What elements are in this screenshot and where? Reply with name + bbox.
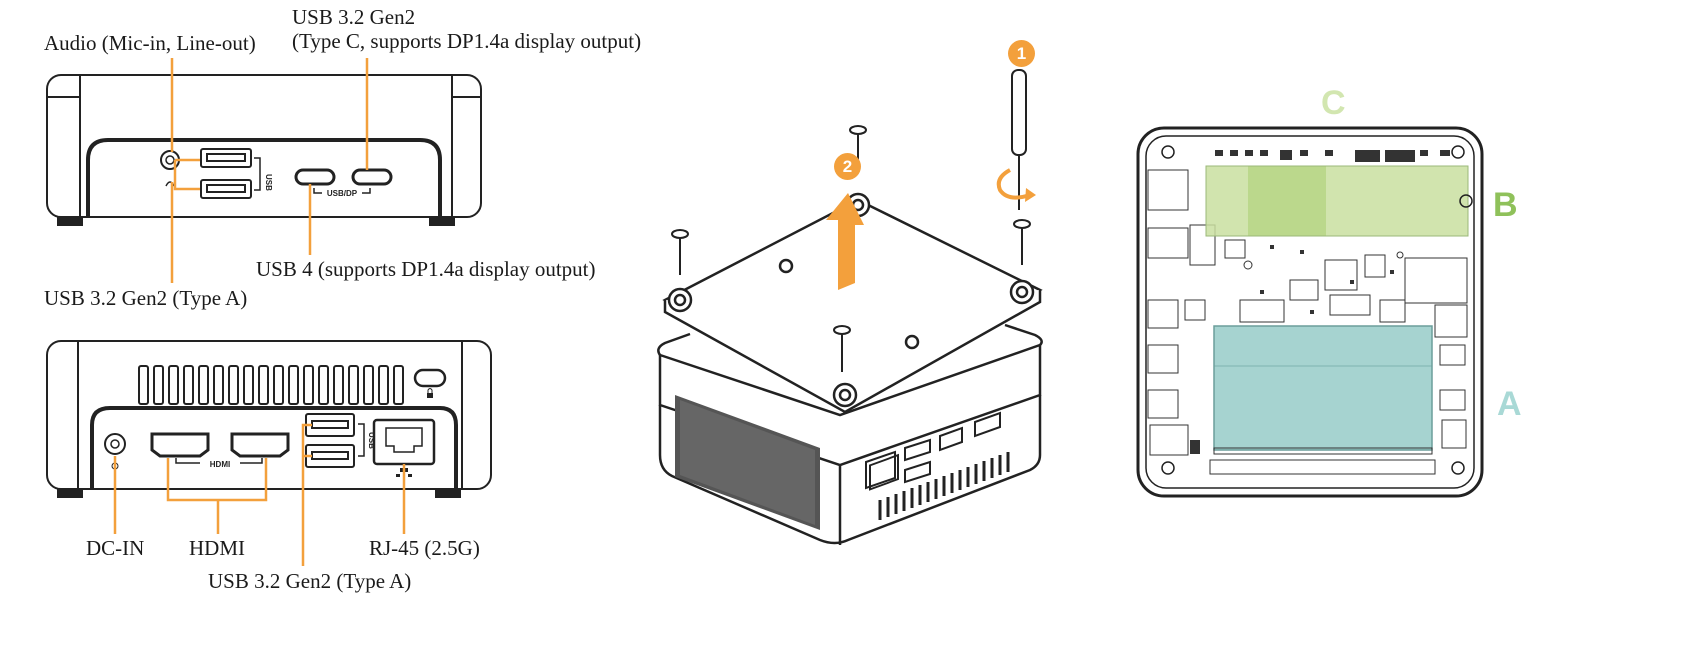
usb-c-front-label-line2: (Type C, supports DP1.4a display output) — [292, 29, 642, 53]
hdmi-mark: HDMI — [210, 460, 230, 469]
step-1-badge: 1 — [1008, 40, 1035, 67]
board-components — [1147, 169, 1468, 475]
usb-front-mark: USB — [264, 174, 273, 191]
slot-b-m2 — [1205, 165, 1473, 237]
headset-icon — [165, 181, 175, 187]
board-outline — [1136, 126, 1484, 498]
step-2-badge: 2 — [834, 153, 861, 180]
hdmi-label: HDMI — [189, 536, 245, 560]
exploded-view-drawing — [657, 69, 1043, 545]
usb-c-front-label: USB 3.2 Gen2 (Type C, supports DP1.4a di… — [292, 5, 641, 53]
usb-c-front-label-line1: USB 3.2 Gen2 — [292, 5, 416, 29]
dc-in-label: DC-IN — [86, 536, 145, 560]
rear-callout-lines — [113, 423, 406, 566]
vent-slots — [138, 365, 404, 405]
front-panel-drawing: USB USB/DP — [46, 58, 482, 283]
slot-a-label: A — [1497, 385, 1522, 423]
front-chassis-outline — [46, 74, 482, 218]
usb-a-front-label: USB 3.2 Gen2 (Type A) — [44, 286, 248, 310]
bottom-lid — [662, 192, 1043, 414]
audio-label: Audio (Mic-in, Line-out) — [44, 31, 256, 55]
chassis-ports — [865, 411, 1001, 491]
lift-arrow-icon — [826, 193, 864, 290]
dc-in-jack — [104, 433, 126, 455]
usb-dp-mark: USB/DP — [327, 189, 358, 198]
screwdriver-icon — [1011, 69, 1027, 210]
chassis-vents — [878, 452, 1010, 520]
rotate-arrow-icon — [996, 168, 1036, 202]
board-chips — [1190, 150, 1450, 454]
rear-chassis-outline — [46, 340, 492, 490]
front-callout-lines — [170, 58, 369, 283]
slot-c-label: C — [1321, 84, 1346, 122]
usb-a-front-ports — [200, 148, 261, 199]
rear-panel-drawing: HDMI USB — [46, 340, 492, 566]
slot-b-label: B — [1493, 186, 1518, 224]
usb-rear-mark: USB — [367, 432, 376, 449]
slot-a-sodimm — [1213, 325, 1433, 455]
screws — [671, 125, 1031, 372]
rj45-label: RJ-45 (2.5G) — [369, 536, 480, 560]
lock-icon — [427, 388, 433, 398]
usb4-label: USB 4 (supports DP1.4a display output) — [256, 257, 596, 281]
lock-slot — [413, 368, 447, 388]
usb-a-rear-label: USB 3.2 Gen2 (Type A) — [208, 569, 412, 593]
